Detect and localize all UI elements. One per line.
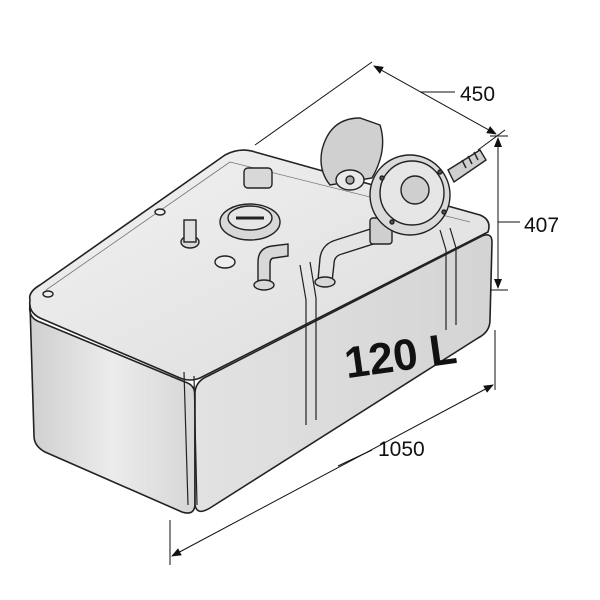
tank-fittings [42, 167, 393, 298]
small-port [42, 290, 54, 298]
width-dimension-line [373, 65, 497, 135]
length-dimension-line [171, 384, 494, 557]
leader-line [337, 449, 373, 467]
sensor-fitting [243, 167, 273, 189]
pump-outlet [447, 149, 487, 184]
elbow-fitting [257, 243, 289, 286]
strap [439, 227, 457, 330]
extension-line [254, 61, 373, 146]
strap [299, 261, 317, 425]
height-dimension-label: 407 [524, 214, 559, 237]
pump-motor [320, 117, 384, 186]
extension-line [477, 129, 506, 151]
width-dimension-label: 450 [460, 83, 495, 106]
pump [320, 117, 487, 236]
small-port [214, 255, 236, 269]
length-dimension-label: 1050 [378, 438, 425, 461]
small-port [154, 208, 166, 216]
dimension-lines [169, 61, 520, 565]
